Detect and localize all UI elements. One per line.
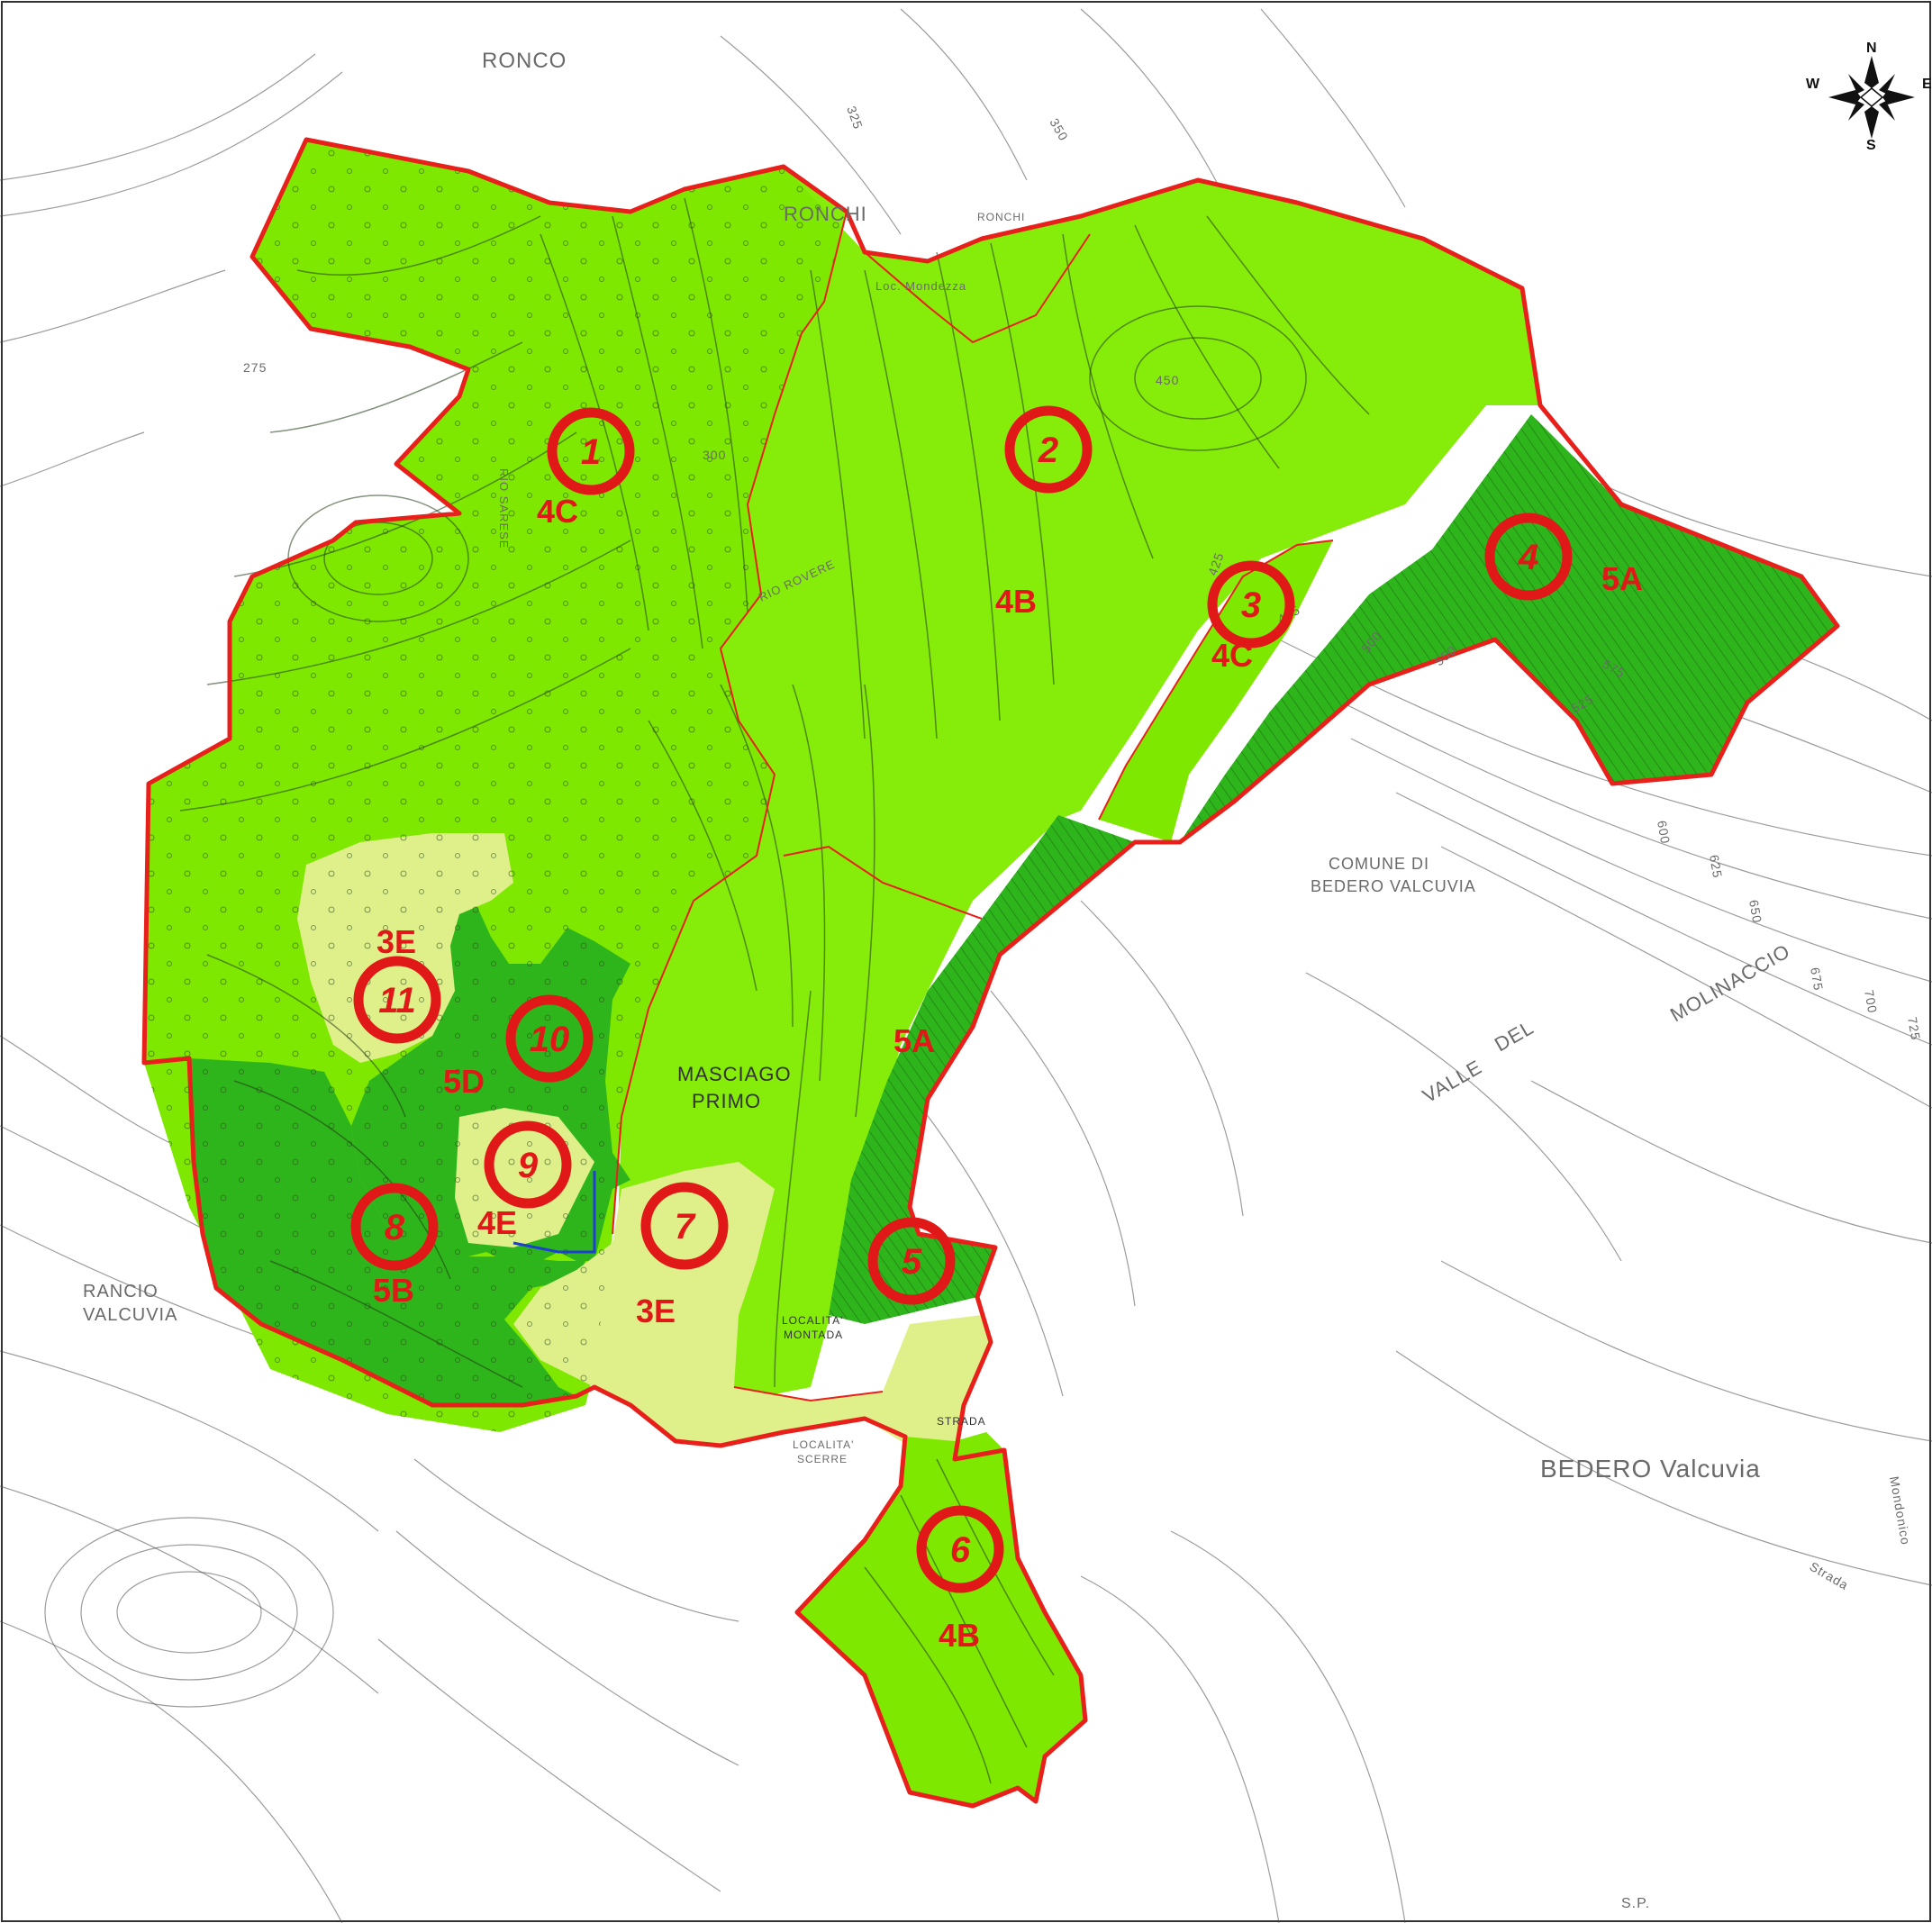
place-localita-scerre-2: SCERRE <box>797 1453 848 1465</box>
contour-label: 450 <box>1156 373 1179 387</box>
svg-text:2: 2 <box>1038 431 1058 470</box>
place-localita-montada-2: MONTADA <box>784 1329 843 1341</box>
contour-label: 675 <box>1808 966 1826 993</box>
place-strada: STRADA <box>937 1415 986 1428</box>
contour-label: 650 <box>1746 899 1764 925</box>
site-marker-8: 8 <box>350 1183 439 1271</box>
site-marker-11: 11 <box>353 956 441 1044</box>
zone-label-5d: 5D <box>443 1063 485 1100</box>
place-ronco: RONCO <box>482 49 567 73</box>
place-rancio: RANCIO <box>83 1282 159 1302</box>
contour-label: 300 <box>703 448 726 462</box>
place-ronchi: RONCHI <box>784 203 867 225</box>
svg-text:10: 10 <box>530 1020 570 1059</box>
contour-label: 625 <box>1707 854 1725 880</box>
place-localita-montada-1: LOCALITA' <box>782 1314 843 1327</box>
place-valcuvia-w: VALCUVIA <box>83 1305 177 1325</box>
zone-contours <box>179 197 1370 1784</box>
place-sp: S.P. <box>1621 1896 1650 1911</box>
svg-text:3: 3 <box>1241 585 1261 625</box>
svg-text:7: 7 <box>675 1207 696 1247</box>
svg-text:6: 6 <box>950 1530 971 1570</box>
place-masciago: MASCIAGO <box>677 1063 792 1085</box>
site-marker-1: 1 <box>547 407 635 495</box>
site-marker-5: 5 <box>867 1217 956 1305</box>
svg-text:4: 4 <box>1518 538 1538 577</box>
place-ronchi-small: RONCHI <box>977 211 1025 223</box>
svg-text:9: 9 <box>518 1146 539 1185</box>
svg-text:11: 11 <box>378 981 416 1020</box>
compass-w: W <box>1806 77 1820 92</box>
zone-label-4b: 4B <box>995 583 1037 620</box>
place-comune-di: COMUNE DI <box>1329 855 1429 873</box>
compass-s: S <box>1866 138 1876 153</box>
zone-label-5b: 5B <box>373 1272 414 1309</box>
site-marker-6: 6 <box>916 1505 1004 1593</box>
zone-3e-south <box>513 1162 991 1459</box>
zone-4b-north <box>612 167 1540 1405</box>
site-marker-9: 9 <box>484 1120 572 1209</box>
internal-boundaries <box>612 211 1334 1402</box>
site-marker-2: 2 <box>1004 405 1093 494</box>
place-loc-mondezza: Loc. Mondezza <box>875 279 966 293</box>
zone-labels: 4C 4B 4C 5A 3E 5D 5A 4E 5B 3E 4B <box>373 493 1643 1654</box>
site-marker-4: 4 <box>1484 512 1573 601</box>
zone-label-4b: 4B <box>939 1617 980 1654</box>
compass-arrow-icon <box>1828 56 1915 139</box>
survey-line <box>512 1171 596 1254</box>
place-bedero-valcuvia: BEDERO Valcuvia <box>1540 1455 1761 1483</box>
zone-4c-east <box>1099 540 1333 842</box>
zone-label-5a: 5A <box>893 1022 935 1059</box>
site-marker-10: 10 <box>505 994 594 1083</box>
place-rio-sarese: RIO SARESE <box>497 468 511 549</box>
svg-text:1: 1 <box>581 432 601 472</box>
zone-label-5a: 5A <box>1601 560 1643 597</box>
svg-text:8: 8 <box>385 1208 405 1247</box>
contour-label: 725 <box>1905 1016 1923 1042</box>
compass-e: E <box>1922 77 1932 92</box>
place-primo: PRIMO <box>692 1090 761 1112</box>
contour-label: 600 <box>1655 820 1673 846</box>
place-bedero-valcuvia-small: BEDERO VALCUVIA <box>1311 877 1476 895</box>
zone-label-3e: 3E <box>376 923 416 960</box>
site-markers: 1 2 3 4 5 6 7 8 <box>350 405 1573 1593</box>
site-marker-3: 3 <box>1207 560 1295 649</box>
zone-label-4e: 4E <box>477 1204 517 1241</box>
compass-rose: N S W E <box>1806 41 1932 153</box>
compass-n: N <box>1866 41 1877 56</box>
contour-label: 700 <box>1862 989 1880 1015</box>
svg-text:5: 5 <box>902 1242 922 1282</box>
contour-label: 275 <box>243 360 267 375</box>
site-marker-7: 7 <box>640 1182 729 1270</box>
zone-label-3e: 3E <box>636 1293 676 1329</box>
zone-label-4c: 4C <box>537 493 578 530</box>
study-area-boundary <box>141 137 1840 1809</box>
place-localita-scerre-1: LOCALITA' <box>793 1438 854 1451</box>
